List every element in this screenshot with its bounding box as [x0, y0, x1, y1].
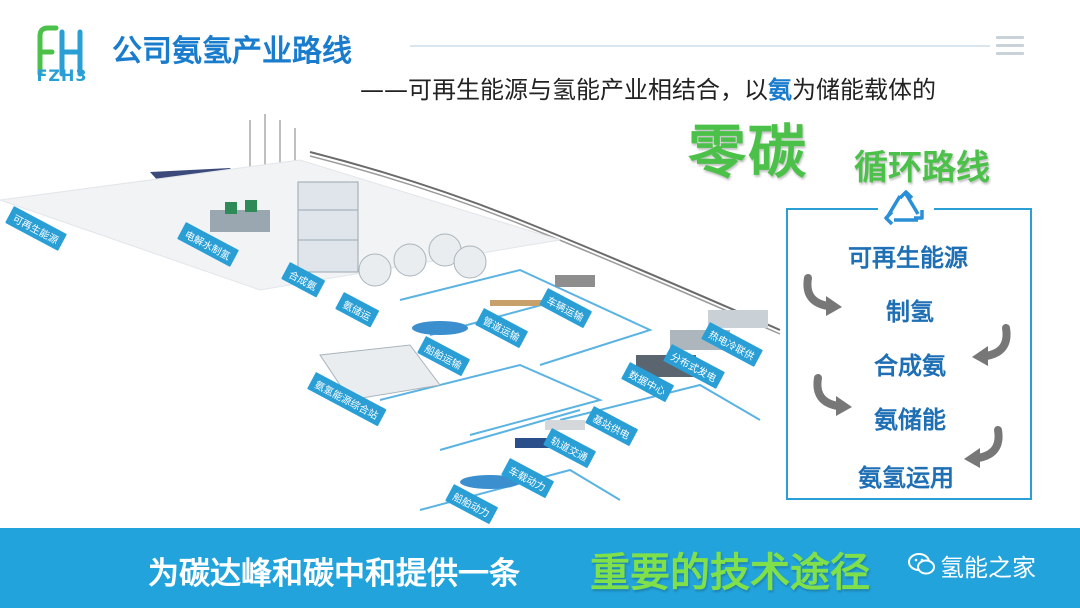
banner-highlight-text: 重要的技术途径: [590, 550, 870, 596]
curved-arrow-icon: [803, 274, 842, 316]
curved-arrow-icon: [813, 374, 852, 416]
wechat-icon: [908, 553, 935, 575]
cycle-route-heading: 循环路线: [854, 148, 990, 188]
industry-chain-illustration: [0, 114, 781, 511]
cycle-step-renewable: 可再生能源: [848, 244, 968, 272]
menu-icon[interactable]: [996, 36, 1024, 58]
curved-arrow-icon: [964, 426, 1003, 468]
zero-carbon-heading: 零碳: [688, 118, 809, 186]
title-divider: [410, 45, 990, 47]
logo-text: FZH3: [36, 66, 88, 85]
subtitle-prefix: ——可再生能源与氢能产业相结合，以: [360, 76, 768, 104]
cycle-step-storage: 氨储能: [874, 406, 946, 434]
subtitle: ——可再生能源与氢能产业相结合，以氨为储能载体的: [360, 70, 936, 105]
subtitle-highlight: 氨: [768, 76, 792, 104]
bottom-banner: [0, 528, 1080, 608]
cycle-step-hydrogen: 制氢: [886, 298, 934, 326]
cycle-step-application: 氨氢运用: [858, 464, 954, 492]
industry-chain-diagram: 可再生能源 电解水制氢 合成氨 氨储运 船舶运输 管道运输 车辆运输 氨氢能源综…: [0, 100, 790, 525]
brand-name: 氢能之家: [940, 554, 1036, 582]
recycle-icon: [878, 190, 934, 234]
curved-arrow-icon: [972, 324, 1011, 366]
company-logo-icon: [37, 25, 83, 77]
banner-main-text: 为碳达峰和碳中和提供一条: [148, 556, 520, 592]
subtitle-suffix: 为储能载体的: [792, 76, 936, 104]
cycle-step-ammonia: 合成氨: [874, 352, 946, 380]
page-title: 公司氨氢产业路线: [112, 34, 352, 69]
